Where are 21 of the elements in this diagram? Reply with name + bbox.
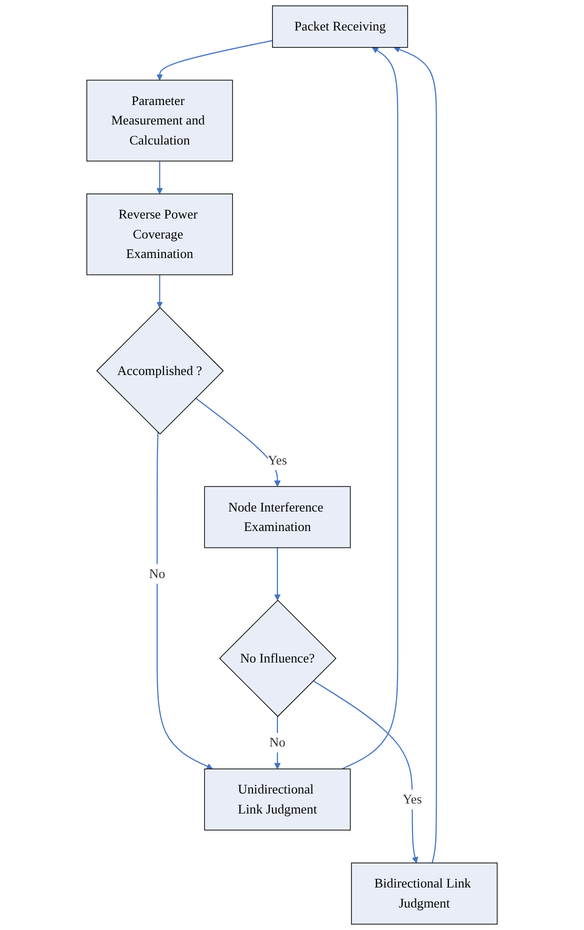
node-box [204, 768, 351, 830]
node-box [204, 486, 351, 548]
arrow [156, 161, 163, 194]
arrow [156, 274, 163, 308]
node-box [86, 194, 233, 276]
arrow [394, 46, 437, 864]
node-box [86, 80, 233, 162]
arrow [156, 40, 273, 80]
arrow [274, 548, 281, 600]
arrow [195, 398, 281, 487]
node-box [351, 862, 498, 925]
node-diamond [219, 600, 336, 717]
edge-label: Yes [268, 452, 287, 468]
node-diamond [96, 307, 224, 435]
arrow [312, 680, 418, 864]
edge-label: No [149, 566, 166, 581]
edge-label: Yes [402, 792, 422, 806]
arrow [342, 47, 398, 770]
edge-label: No [269, 735, 286, 750]
node-box [272, 5, 408, 48]
arrow [156, 432, 213, 770]
